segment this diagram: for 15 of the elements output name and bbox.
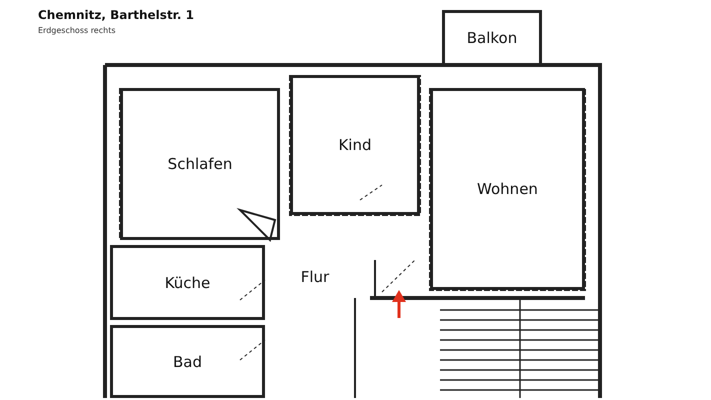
room-name: Flur: [300, 268, 330, 286]
room-name: Schlafen: [168, 155, 232, 173]
room-name: Wohnen: [477, 180, 538, 198]
plan-title: Chemnitz, Barthelstr. 1: [38, 8, 194, 22]
room-outline: [120, 88, 280, 240]
room-outline: [110, 325, 265, 398]
room-name: Bad: [172, 352, 202, 370]
room-name: Balkon: [466, 29, 518, 47]
room-name: Küche: [164, 274, 210, 292]
room-outline: [290, 75, 420, 215]
floor-subtitle: Erdgeschoss rechts: [38, 26, 116, 35]
room-outline: [110, 245, 265, 320]
room-outline: [430, 88, 585, 290]
room-name: Kind: [338, 136, 372, 154]
room-outline: [442, 10, 542, 66]
